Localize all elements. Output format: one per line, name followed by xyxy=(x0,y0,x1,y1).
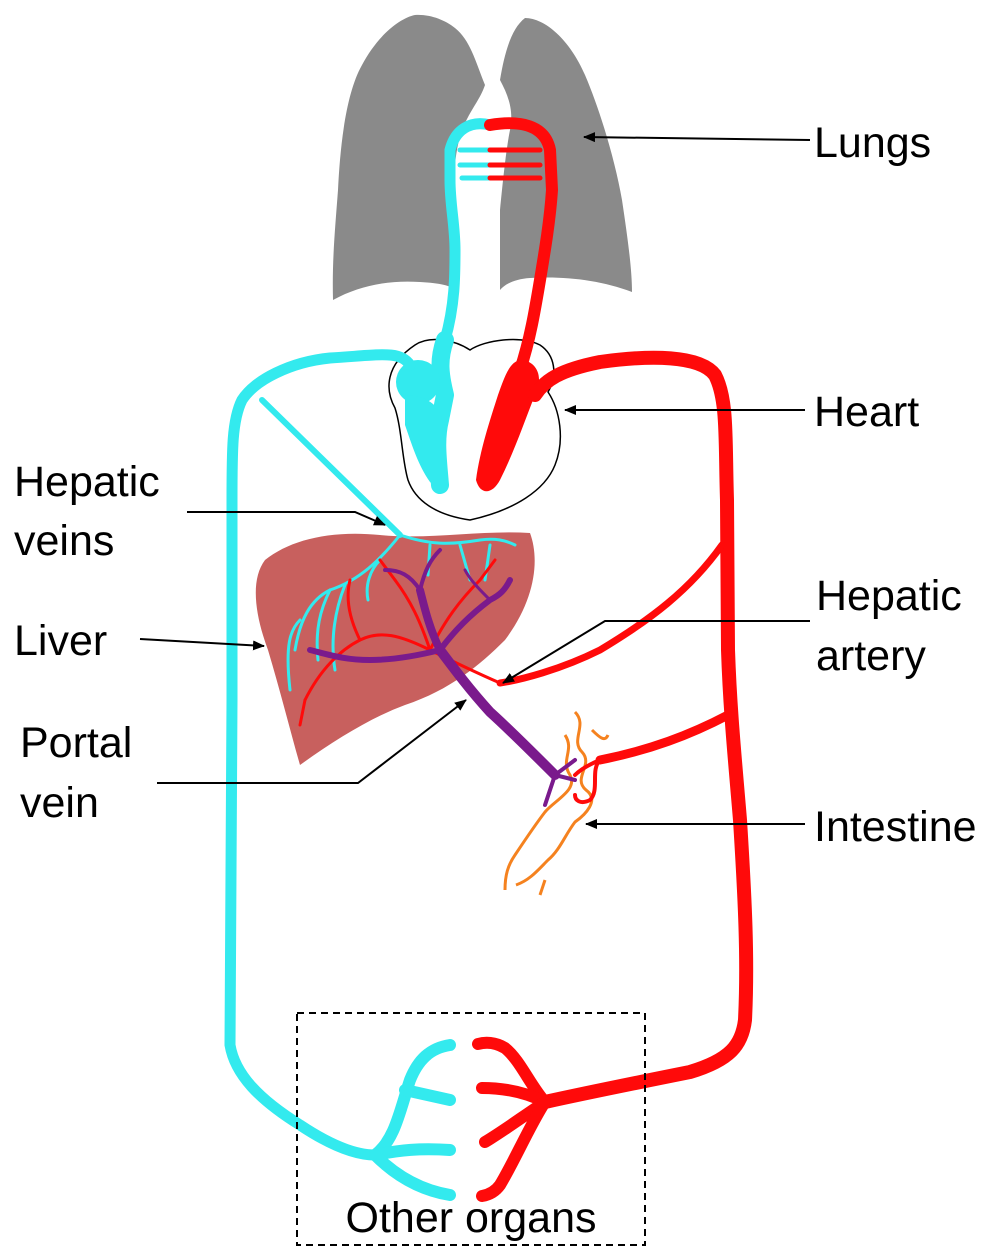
systemic-vein xyxy=(230,355,410,1155)
label-other-organs: Other organs xyxy=(346,1194,597,1242)
left-lung xyxy=(333,15,485,300)
intestinal-arteries xyxy=(575,760,600,802)
hepatic-veins-pointer xyxy=(187,512,385,525)
label-liver: Liver xyxy=(14,617,107,665)
lungs-pointer xyxy=(584,137,810,140)
label-heart: Heart xyxy=(814,388,919,436)
liver xyxy=(256,532,535,765)
label-hepatic-artery-line1: Hepatic xyxy=(816,572,962,620)
label-lungs: Lungs xyxy=(814,119,931,167)
label-hepatic-artery-line2: artery xyxy=(816,632,926,680)
label-portal-vein-line1: Portal xyxy=(20,719,132,767)
other-organs-arteries xyxy=(478,1043,545,1196)
other-organs-veins xyxy=(375,1045,450,1195)
label-hepatic-veins-line1: Hepatic xyxy=(14,458,160,506)
liver-pointer xyxy=(140,639,264,646)
lungs xyxy=(333,15,632,300)
label-hepatic-veins-line2: veins xyxy=(14,517,114,565)
label-portal-vein-line2: vein xyxy=(20,779,99,827)
label-intestine: Intestine xyxy=(814,803,977,851)
right-lung xyxy=(500,18,632,292)
